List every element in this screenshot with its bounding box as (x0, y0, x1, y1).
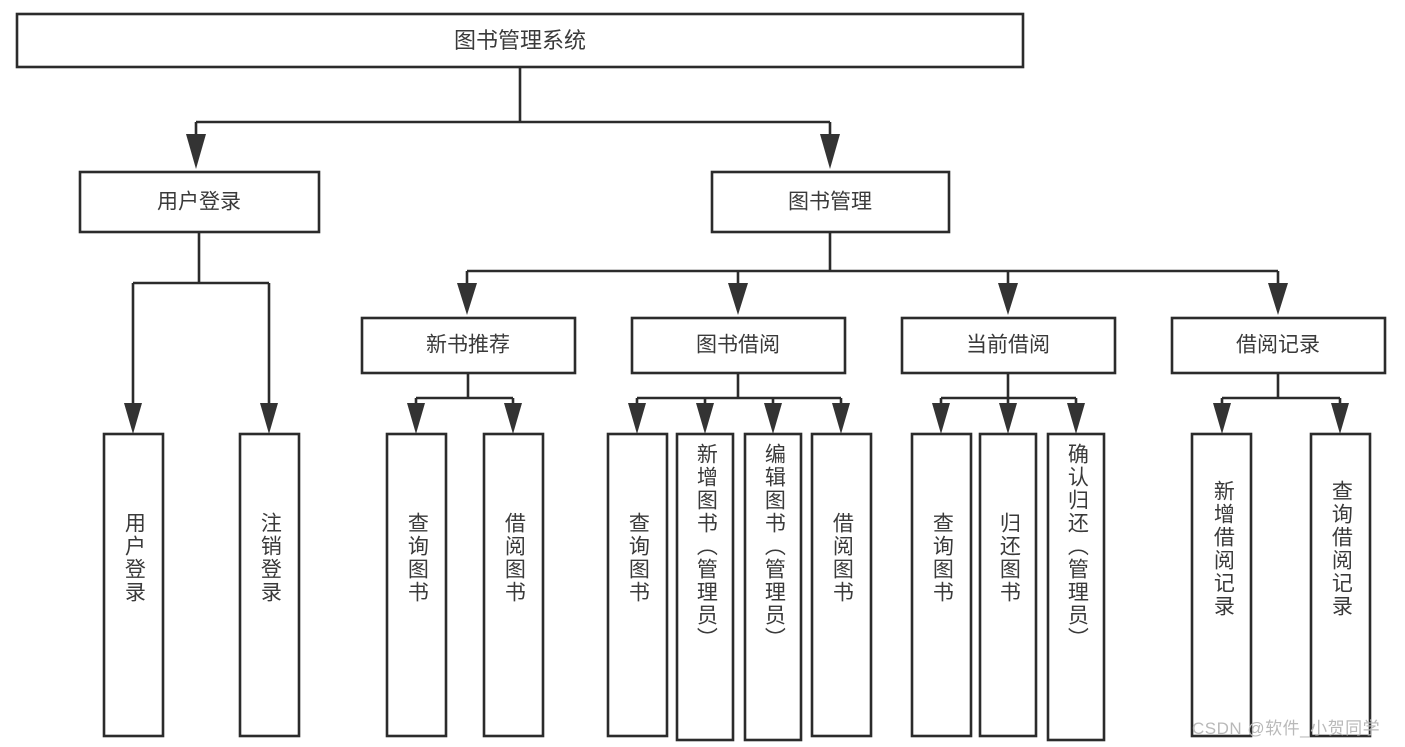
leaf-box-current-borrow-2[interactable] (978, 432, 1038, 738)
leaf-box-book-borrow-3[interactable] (743, 432, 803, 742)
node-book-borrow-label: 图书借阅 (696, 334, 780, 357)
node-book-borrow-box[interactable] (630, 316, 847, 375)
arrowhead-leaf-bookborrow-4 (832, 403, 850, 434)
node-current-borrow-box[interactable] (900, 316, 1117, 375)
leaf-box-user-login-2[interactable] (238, 432, 301, 738)
node-new-book-recommend-label: 新书推荐 (426, 334, 510, 357)
node-book-management-label: 图书管理 (788, 191, 872, 214)
arrowhead-to-currentborrow (998, 283, 1018, 315)
leaf-box-current-borrow-3[interactable] (1046, 432, 1106, 742)
arrowhead-leaf-newbook-2 (504, 403, 522, 434)
arrowhead-leaf-currentborrow-3 (1067, 403, 1085, 434)
arrowhead-to-book-mgmt (820, 134, 840, 169)
node-root-label: 图书管理系统 (454, 28, 586, 53)
node-root[interactable]: 图书管理系统 (15, 12, 1025, 69)
arrowhead-leaf-newbook-1 (407, 403, 425, 434)
arrowhead-leaf-currentborrow-2 (999, 403, 1017, 434)
arrowhead-leaf-userlogin-2 (260, 403, 278, 434)
arrowhead-leaf-bookborrow-1 (628, 403, 646, 434)
arrowhead-leaf-bookborrow-3 (764, 403, 782, 434)
leaf-box-current-borrow-1[interactable] (910, 432, 973, 738)
leaf-box-book-borrow-4[interactable] (810, 432, 873, 738)
node-book-borrow[interactable]: 图书借阅 (630, 316, 847, 375)
node-user-login-label: 用户登录 (157, 191, 241, 214)
arrowhead-to-borrowrecord (1268, 283, 1288, 315)
arrowhead-group (124, 134, 1349, 434)
node-book-management-box[interactable] (710, 170, 951, 234)
node-borrow-record-label: 借阅记录 (1236, 334, 1320, 357)
leaf-box-new-book-2[interactable] (482, 432, 545, 738)
arrowhead-leaf-currentborrow-1 (932, 403, 950, 434)
arrowhead-to-user-login (186, 134, 206, 169)
connector-group (131, 67, 1342, 403)
node-new-book-recommend-box[interactable] (360, 316, 577, 375)
arrowhead-to-newbook (457, 283, 477, 315)
node-user-login[interactable]: 用户登录 (78, 170, 321, 234)
arrowhead-leaf-bookborrow-2 (696, 403, 714, 434)
arrowhead-leaf-borrowrecord-1 (1213, 403, 1231, 434)
node-borrow-record[interactable]: 借阅记录 (1170, 316, 1387, 375)
node-user-login-box[interactable] (78, 170, 321, 234)
arrowhead-leaf-userlogin-1 (124, 403, 142, 434)
leaf-box-group (102, 432, 1372, 742)
node-new-book-recommend[interactable]: 新书推荐 (360, 316, 577, 375)
leaf-box-borrow-record-1[interactable] (1190, 432, 1253, 738)
leaf-box-user-login-1[interactable] (102, 432, 165, 738)
node-current-borrow[interactable]: 当前借阅 (900, 316, 1117, 375)
node-borrow-record-box[interactable] (1170, 316, 1387, 375)
leaf-box-borrow-record-2[interactable] (1309, 432, 1372, 738)
leaf-box-book-borrow-2[interactable] (675, 432, 735, 742)
node-book-management[interactable]: 图书管理 (710, 170, 951, 234)
csdn-watermark: CSDN @软件_小贺同学 (1192, 719, 1381, 738)
leaf-box-new-book-1[interactable] (385, 432, 448, 738)
arrowhead-to-bookborrow (728, 283, 748, 315)
node-current-borrow-label: 当前借阅 (966, 334, 1050, 357)
node-root-box[interactable] (15, 12, 1025, 69)
leaf-box-book-borrow-1[interactable] (606, 432, 669, 738)
arrowhead-leaf-borrowrecord-2 (1331, 403, 1349, 434)
